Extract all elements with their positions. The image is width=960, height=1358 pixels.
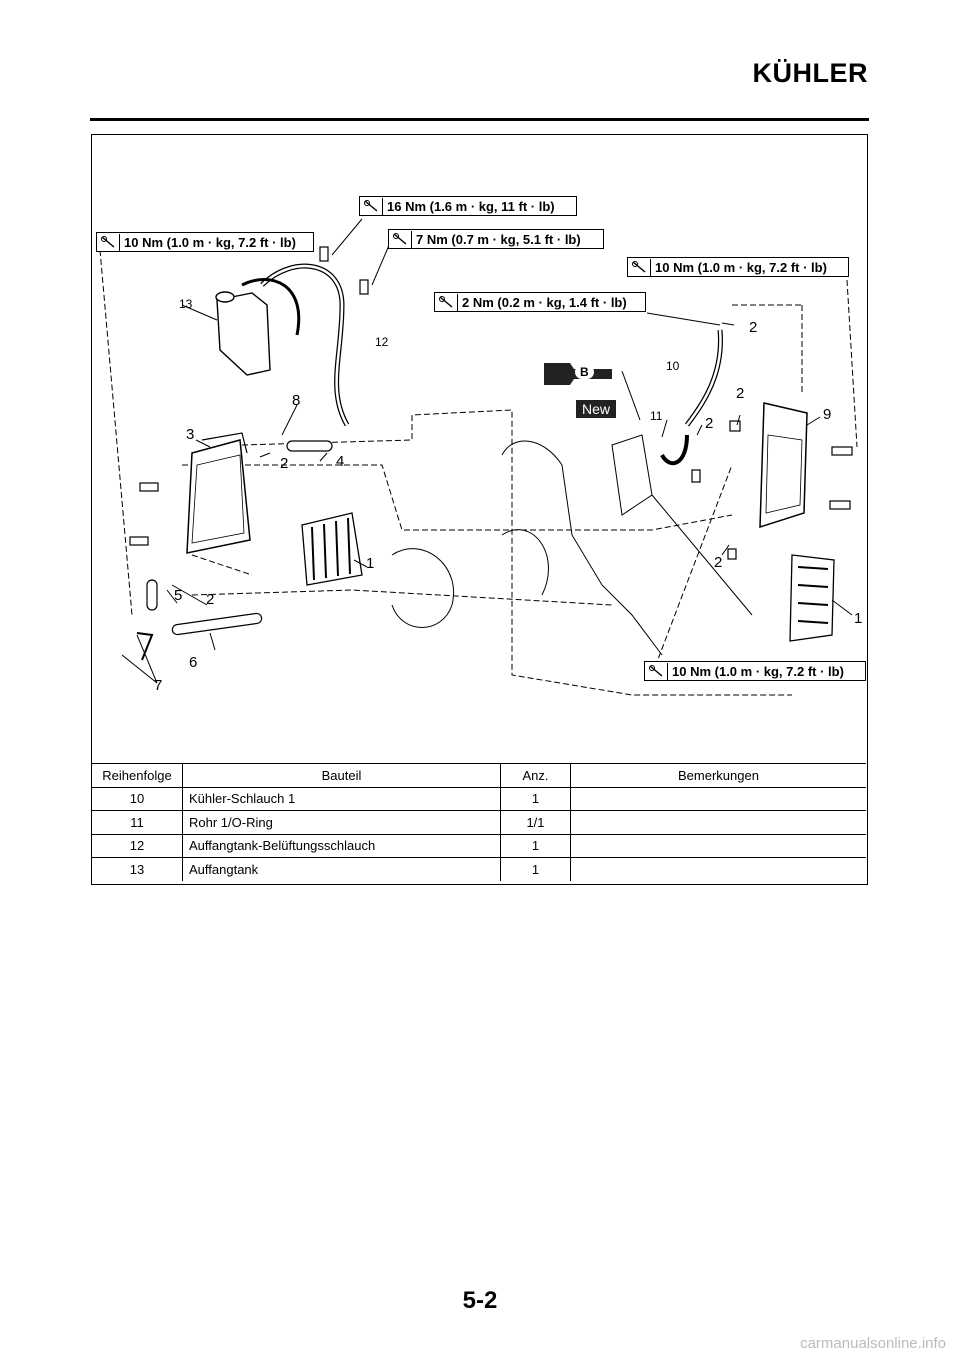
cell-qty: 1	[500, 786, 571, 811]
callout-6: 6	[189, 654, 198, 671]
callout-7: 7	[154, 677, 163, 694]
exploded-diagram: 16 Nm (1.6 m · kg, 11 ft · lb) 10 Nm (1.…	[92, 135, 866, 763]
cell-qty: 1	[500, 833, 571, 858]
cell-sequence: 11	[92, 810, 183, 834]
cell-remarks	[570, 833, 866, 858]
parts-table: Reihenfolge Bauteil Anz. Bemerkungen 10 …	[92, 763, 866, 881]
callout-2-e: 2	[736, 385, 745, 402]
callout-1-right: 1	[854, 610, 863, 627]
watermark: carmanualsonline.info	[800, 1335, 946, 1352]
torque-wrench-icon	[628, 258, 651, 276]
callout-3: 3	[186, 426, 195, 443]
diagram-drawing	[99, 218, 858, 696]
col-header-sequence: Reihenfolge	[92, 763, 183, 787]
content-frame: 16 Nm (1.6 m · kg, 11 ft · lb) 10 Nm (1.…	[91, 134, 868, 885]
table-row: 13 Auffangtank 1	[92, 857, 866, 881]
torque-spec-text: 10 Nm (1.0 m · kg, 7.2 ft · lb)	[124, 234, 296, 250]
torque-spec-16nm: 16 Nm (1.6 m · kg, 11 ft · lb)	[359, 196, 577, 216]
cell-remarks	[570, 786, 866, 811]
cell-part: Rohr 1/O-Ring	[182, 810, 501, 834]
callout-12: 12	[375, 335, 389, 349]
torque-wrench-icon	[97, 233, 120, 251]
callout-2-a: 2	[280, 455, 289, 472]
torque-spec-text: 10 Nm (1.0 m · kg, 7.2 ft · lb)	[672, 663, 844, 679]
page-number: 5-2	[462, 1287, 498, 1314]
callout-2-f: 2	[714, 554, 723, 571]
torque-spec-7nm: 7 Nm (0.7 m · kg, 5.1 ft · lb)	[388, 229, 604, 249]
col-header-remarks: Bemerkungen	[570, 763, 866, 787]
callout-5: 5	[174, 587, 183, 604]
callout-2-c: 2	[749, 319, 758, 336]
cell-sequence: 12	[92, 833, 183, 858]
torque-spec-text: 7 Nm (0.7 m · kg, 5.1 ft · lb)	[416, 231, 581, 247]
cell-sequence: 10	[92, 786, 183, 811]
table-row: 10 Kühler-Schlauch 1 1	[92, 786, 866, 811]
lubricant-b-badge: B	[575, 365, 594, 379]
torque-spec-text: 10 Nm (1.0 m · kg, 7.2 ft · lb)	[655, 259, 827, 275]
cell-sequence: 13	[92, 857, 183, 881]
cell-qty: 1	[500, 857, 571, 881]
torque-wrench-icon	[360, 197, 383, 215]
page-title: KÜHLER	[752, 58, 868, 88]
new-part-badge: New	[576, 400, 617, 418]
torque-spec-10nm-right: 10 Nm (1.0 m · kg, 7.2 ft · lb)	[627, 257, 849, 277]
cell-remarks	[570, 810, 866, 834]
table-row: 12 Auffangtank-Belüftungsschlauch 1	[92, 833, 866, 858]
cell-qty: 1/1	[500, 810, 571, 834]
callout-4: 4	[336, 453, 345, 470]
cell-part: Auffangtank-Belüftungsschlauch	[182, 833, 501, 858]
torque-spec-10nm-left: 10 Nm (1.0 m · kg, 7.2 ft · lb)	[96, 232, 314, 252]
header-rule	[90, 118, 869, 121]
torque-wrench-icon	[389, 230, 412, 248]
table-row: 11 Rohr 1/O-Ring 1/1	[92, 810, 866, 834]
torque-wrench-icon	[645, 662, 668, 680]
callout-13: 13	[179, 297, 193, 311]
torque-spec-10nm-bottom: 10 Nm (1.0 m · kg, 7.2 ft · lb)	[644, 661, 866, 681]
col-header-part: Bauteil	[182, 763, 501, 787]
cell-part: Kühler-Schlauch 1	[182, 786, 501, 811]
callout-11: 11	[650, 409, 663, 423]
callout-1-left: 1	[366, 555, 375, 572]
callout-9: 9	[823, 406, 832, 423]
callout-8: 8	[292, 392, 301, 409]
cell-part: Auffangtank	[182, 857, 501, 881]
callout-2-b: 2	[206, 591, 215, 608]
callout-2-d: 2	[705, 415, 714, 432]
table-header-row: Reihenfolge Bauteil Anz. Bemerkungen	[92, 763, 866, 787]
torque-wrench-icon	[435, 293, 458, 311]
callout-10: 10	[666, 359, 680, 373]
cell-remarks	[570, 857, 866, 881]
torque-spec-text: 16 Nm (1.6 m · kg, 11 ft · lb)	[387, 198, 555, 214]
torque-spec-text: 2 Nm (0.2 m · kg, 1.4 ft · lb)	[462, 294, 627, 310]
torque-spec-2nm: 2 Nm (0.2 m · kg, 1.4 ft · lb)	[434, 292, 646, 312]
col-header-qty: Anz.	[500, 763, 571, 787]
